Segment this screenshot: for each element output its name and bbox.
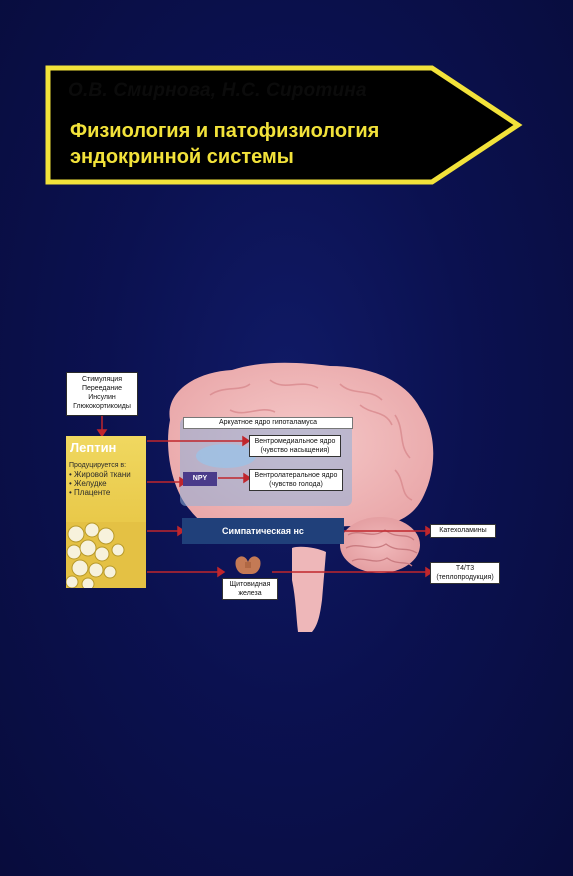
gyri-lines — [209, 379, 413, 501]
ventromedial-nucleus-box: Вентромедиальное ядро (чувство насыщения… — [249, 435, 341, 457]
catecholamines-box: Катехоламины — [430, 524, 496, 538]
ventricle-shape — [196, 444, 256, 468]
leptin-source-item: • Плаценте — [69, 488, 111, 497]
book-title-line-2: эндокринной системы — [70, 146, 294, 168]
leptin-produced-label: Продуцируется в: — [69, 462, 127, 469]
leptin-title: Лептин — [70, 440, 117, 455]
t4t3-line-1: Т4/Т3 — [455, 565, 475, 572]
ventrolateral-nucleus-box: Вентролатеральное ядро (чувство голода) — [249, 469, 343, 491]
stimulus-item: Глюкокортикоиды — [73, 403, 131, 410]
cerebellum-shape — [340, 517, 420, 573]
t4t3-box: Т4/Т3 (теплопродукция) — [430, 562, 500, 584]
vln-line-1: Вентролатеральное ядро — [254, 472, 338, 479]
thyroid-gland — [235, 556, 261, 574]
leptin-source-item: • Жировой ткани — [69, 470, 131, 479]
leptin-panel: Лептин Продуцируется в: • Жировой ткани … — [66, 436, 146, 588]
book-title-line-1: Физиология и патофизиология — [70, 120, 380, 142]
stimulus-item: Переедание — [81, 385, 123, 392]
stimuli-box: Стимуляция Переедание Инсулин Глюкокорти… — [66, 372, 138, 416]
stimulus-item: Инсулин — [88, 394, 116, 401]
adipose-cells-image — [66, 522, 146, 588]
brainstem-shape — [292, 546, 326, 632]
cerebellum-folds — [345, 529, 418, 567]
title-banner — [44, 64, 524, 186]
leptin-source-item: • Желудке — [69, 479, 107, 488]
arcuate-nucleus-label: Аркуатное ядро гипоталамуса — [183, 417, 353, 429]
book-title: Физиология и патофизиология эндокринной … — [70, 118, 470, 170]
stimulus-item: Стимуляция — [82, 376, 122, 383]
vln-line-2: (чувство голода) — [269, 481, 323, 488]
t4t3-line-2: (теплопродукция) — [436, 574, 494, 581]
book-authors: О.В. Смирнова, Н.С. Сиротина — [68, 80, 367, 101]
thyroid-line-2: железа — [238, 590, 262, 597]
arrow-lines — [96, 416, 434, 578]
banner-arrow-shape — [45, 65, 523, 185]
vmn-line-2: (чувство насыщения) — [260, 447, 330, 454]
thyroid-label: Щитовидная железа — [222, 578, 278, 600]
vmn-line-1: Вентромедиальное ядро — [254, 438, 336, 445]
thyroid-line-1: Щитовидная — [229, 581, 271, 588]
npy-badge: NPY — [183, 472, 217, 486]
sympathetic-ns-bar: Симпатическая нс — [182, 518, 344, 544]
